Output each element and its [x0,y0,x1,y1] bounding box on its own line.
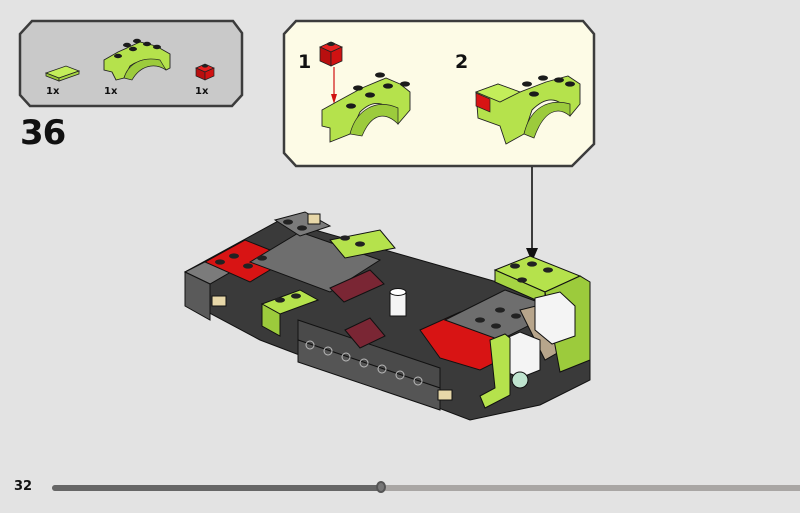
part-quantity-mudguard: 1x [104,86,118,97]
callout-arrow-head [526,248,538,262]
substep-1-illustration [319,41,411,143]
page-progress-fill [52,485,382,491]
part-red-plate [195,63,215,81]
substep-2-illustration [474,75,581,145]
page-number: 32 [14,479,33,494]
page-progress-handle[interactable] [376,481,387,493]
page-progress-track[interactable] [52,485,800,491]
substep-label-2: 2 [455,51,469,73]
part-quantity-tile: 1x [46,86,60,97]
step-number: 36 [20,113,66,153]
part-lime-tile [44,65,81,82]
part-quantity-red-plate: 1x [195,86,209,97]
part-lime-mudguard [103,38,171,81]
main-model-illustration [183,211,591,421]
substep-label-1: 1 [298,51,312,73]
